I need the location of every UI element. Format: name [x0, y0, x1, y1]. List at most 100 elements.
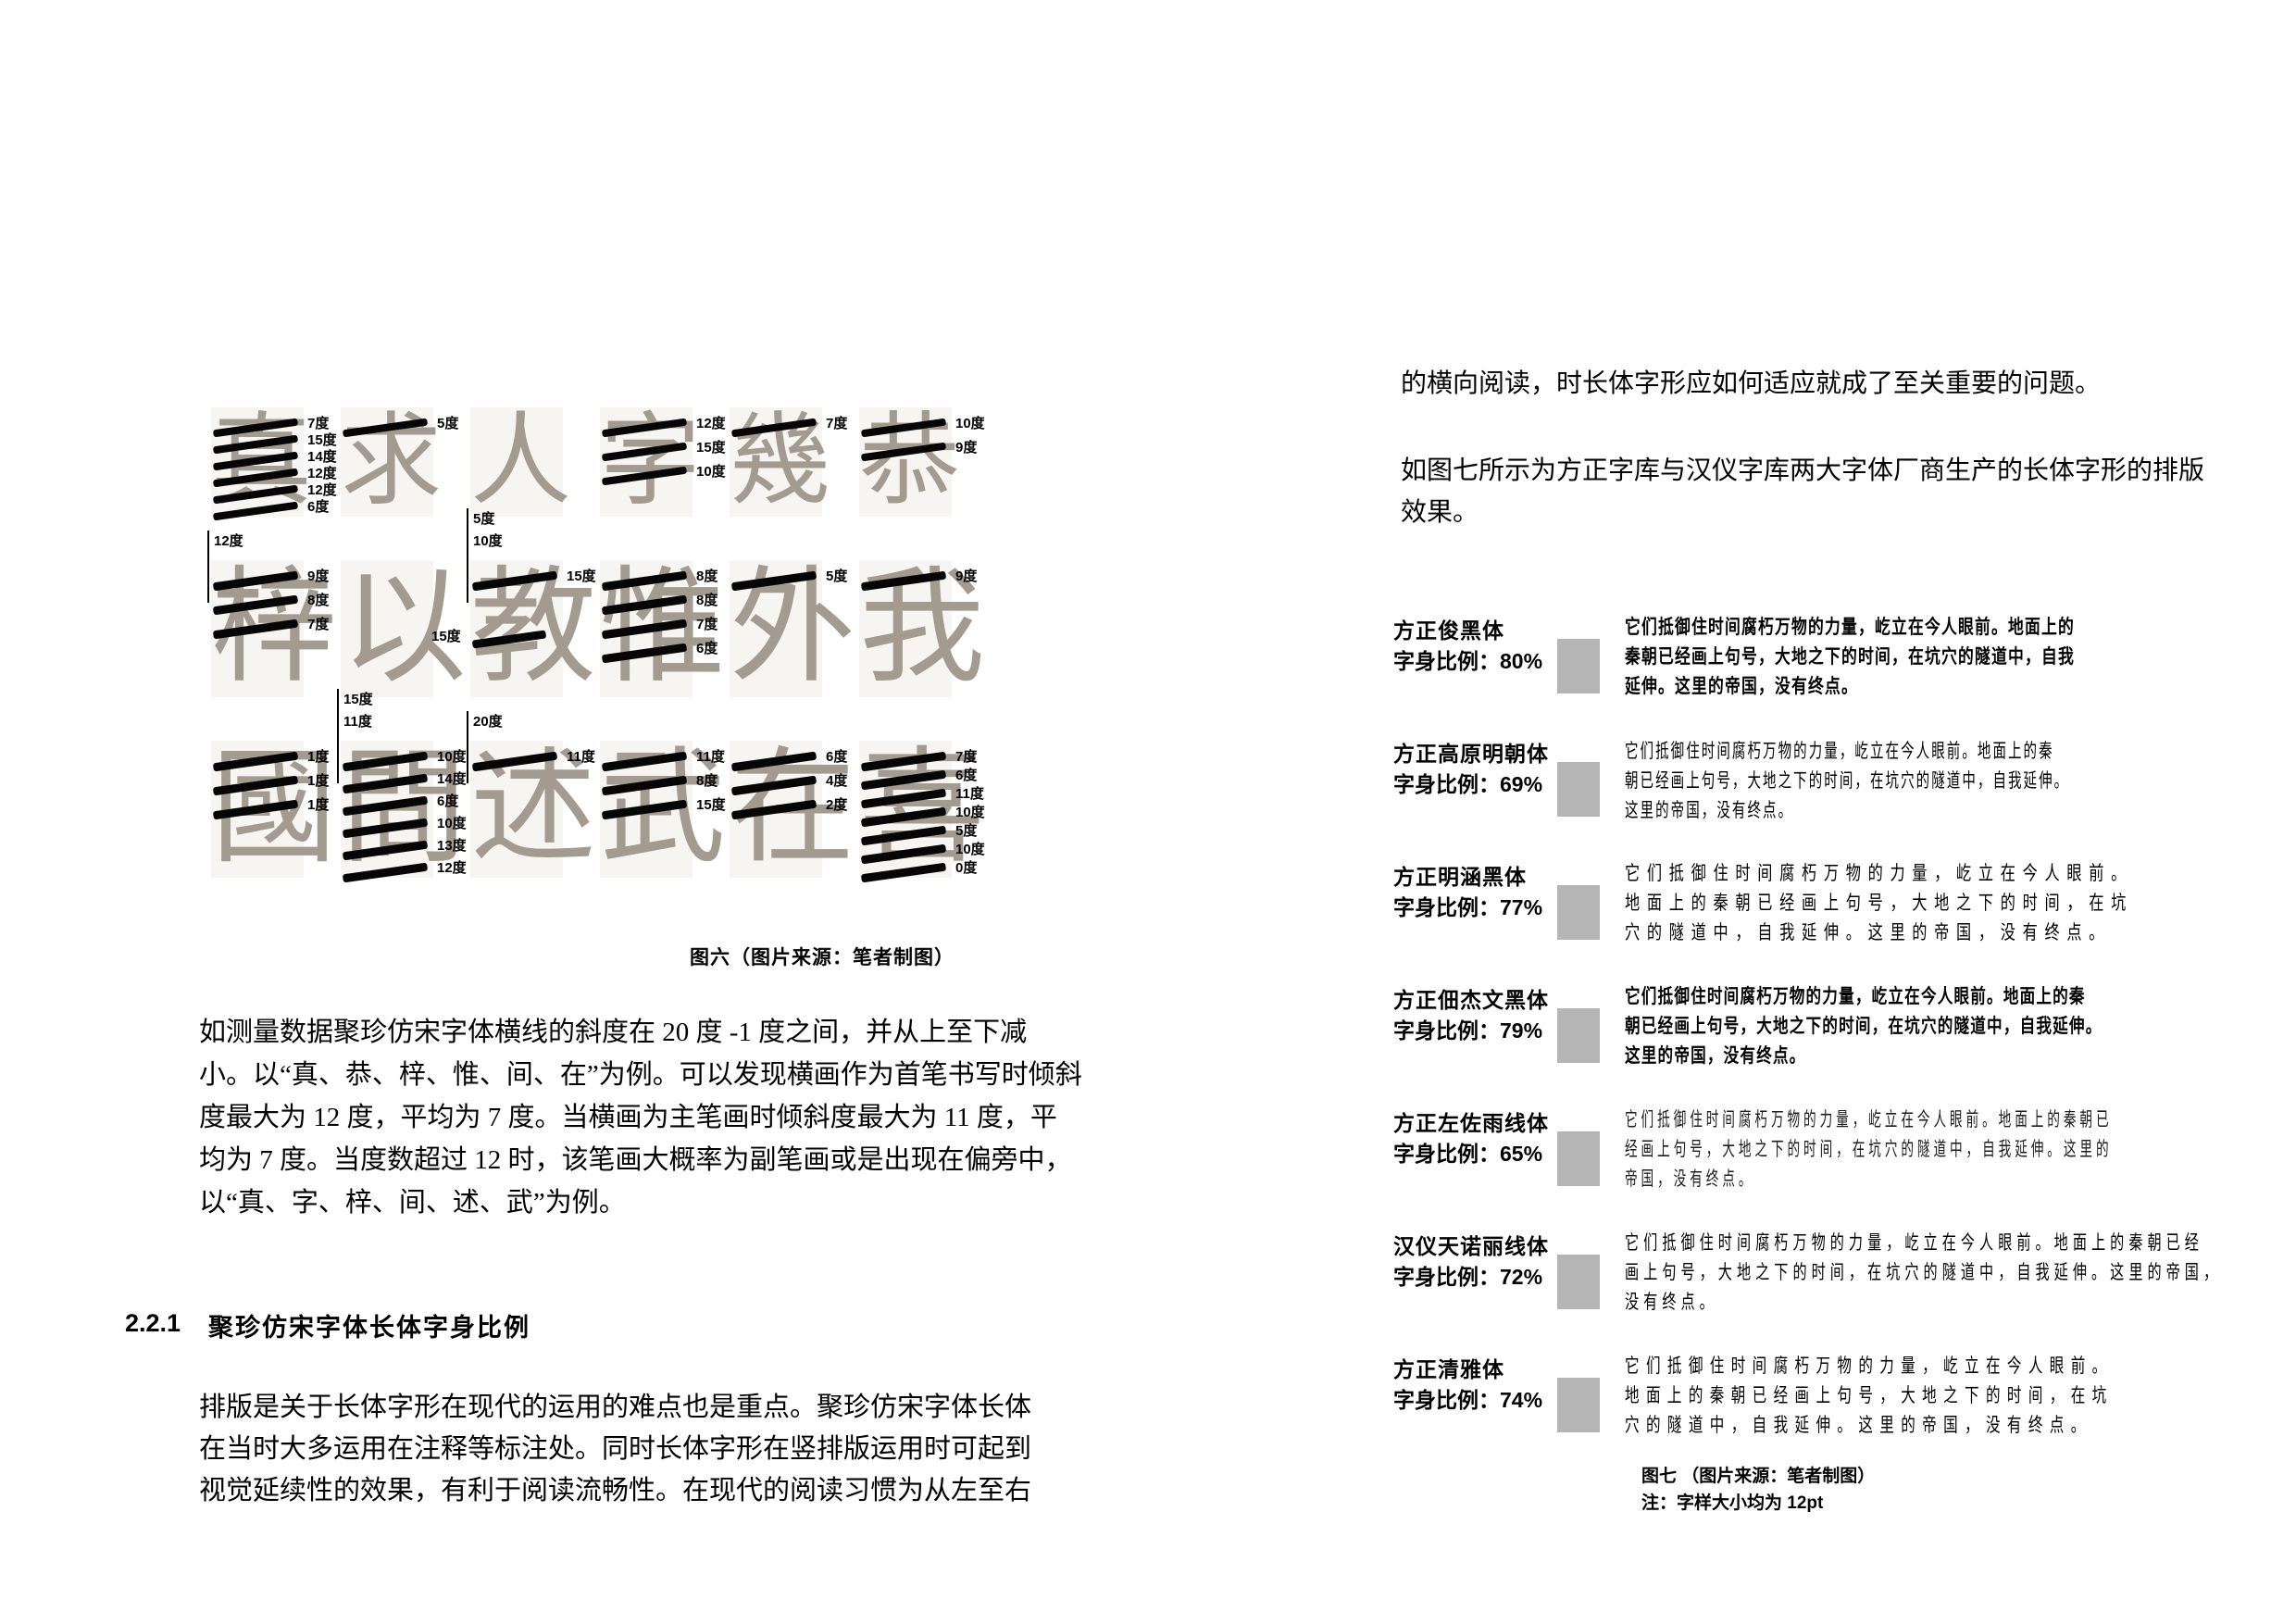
figure-six: 真7度15度14度12度12度6度求5度人字12度15度10度幾7度恭10度9度… [207, 389, 1026, 944]
degree-label: 6度 [307, 499, 330, 515]
degree-label: 8度 [307, 593, 330, 608]
degree-label: 7度 [826, 416, 848, 431]
specimen-line: 它们抵御住时间腐朽万物的力量，屹立在今人眼前。 [1625, 1355, 2114, 1377]
degree-label: 1度 [307, 797, 330, 813]
left-paragraph-1: 如测量数据聚珍仿宋字体横线的斜度在 20 度 -1 度之间，并从上至下减小。以“… [199, 1011, 1082, 1224]
body-ratio-label: 字身比例：65% [1393, 1142, 1543, 1166]
degree-label: 12度 [696, 416, 726, 431]
specimen-line: 穴的隧道中，自我延伸。这里的帝国，没有终点。 [1625, 1415, 2092, 1436]
degree-label: 5度 [473, 511, 495, 527]
specimen-line: 这里的帝国，没有终点。 [1625, 799, 1794, 821]
degree-label: 8度 [696, 773, 718, 789]
text-line: 在当时大多运用在注释等标注处。同时长体字形在竖排版运用时可起到 [199, 1434, 1032, 1464]
character-scan: 述 [470, 741, 596, 878]
degree-label: 0度 [955, 860, 978, 876]
specimen-line: 它们抵御住时间腐朽万物的力量，屹立在今人眼前。地面上的秦 [1625, 986, 2086, 1007]
specimen-line: 这里的帝国，没有终点。 [1625, 1045, 1806, 1067]
body-ratio-label: 字身比例：69% [1393, 772, 1543, 796]
bracket-label-group: 12度 [207, 531, 243, 603]
ratio-swatch [1557, 1378, 1600, 1432]
degree-label: 15度 [696, 797, 726, 813]
text-line: 小。以“真、恭、梓、惟、间、在”为例。可以发现横画作为首笔书写时倾斜 [199, 1060, 1082, 1090]
specimen-line: 它们抵御住时间腐朽万物的力量，屹立在今人眼前。地面上的 [1625, 617, 2075, 638]
degree-label: 14度 [307, 449, 337, 465]
degree-label: 6度 [955, 768, 978, 783]
text-line: 如图七所示为方正字库与汉仪字库两大字体厂商生产的长体字形的排版 [1401, 456, 2205, 485]
font-entry: 方正明涵黑体字身比例：77%它们抵御住时间腐朽万物的力量，屹立在今人眼前。地面上… [1393, 859, 2236, 948]
text-line: 如测量数据聚珍仿宋字体横线的斜度在 20 度 -1 度之间，并从上至下减 [199, 1018, 1028, 1047]
degree-label: 6度 [437, 793, 459, 809]
degree-label: 5度 [955, 823, 978, 839]
degree-label: 12度 [307, 482, 337, 498]
degree-label: 1度 [307, 749, 330, 765]
degree-label: 4度 [826, 773, 848, 789]
degree-label: 7度 [307, 416, 330, 431]
specimen-text: 它们抵御住时间腐朽万物的力量，屹立在今人眼前。地面上的秦朝已经画上句号，大地之下… [1625, 1106, 2236, 1194]
degree-label: 12度 [307, 466, 337, 481]
character-glyph: 以 [341, 559, 467, 698]
degree-label: 2度 [826, 797, 848, 813]
specimen-text: 它们抵御住时间腐朽万物的力量，屹立在今人眼前。地面上的秦朝已经画上句号，大地之下… [1625, 1229, 2236, 1318]
font-name-label: 方正清雅体 [1393, 1357, 1504, 1381]
font-name-label: 汉仪天诺丽线体 [1393, 1234, 1549, 1258]
character-scan: 外 [730, 560, 855, 697]
ratio-swatch [1557, 1255, 1600, 1309]
specimen-text: 它们抵御住时间腐朽万物的力量，屹立在今人眼前。地面上的秦朝已经画上句号，大地之下… [1625, 613, 2236, 702]
degree-label: 10度 [696, 464, 726, 480]
bracket-label-group: 20度 [467, 711, 503, 783]
degree-label: 9度 [307, 568, 330, 584]
figure-character-cell: 真7度15度14度12度12度6度 [211, 407, 341, 526]
font-name-label: 方正高原明朝体 [1393, 742, 1549, 766]
degree-label: 10度 [437, 749, 467, 765]
character-scan: 惟 [600, 560, 726, 697]
degree-label: 15度 [307, 432, 337, 448]
section-title: 聚珍仿宋字体长体字身比例 [208, 1314, 530, 1342]
degree-label: 11度 [567, 749, 595, 765]
font-name-label: 方正明涵黑体 [1393, 865, 1527, 889]
specimen-line: 它们抵御住时间腐朽万物的力量，屹立在今人眼前。 [1625, 863, 2134, 884]
font-entry: 汉仪天诺丽线体字身比例：72%它们抵御住时间腐朽万物的力量，屹立在今人眼前。地面… [1393, 1229, 2236, 1318]
degree-label: 5度 [437, 416, 459, 431]
font-entry: 方正左佐雨线体字身比例：65%它们抵御住时间腐朽万物的力量，屹立在今人眼前。地面… [1393, 1106, 2236, 1194]
specimen-line: 地面上的秦朝已经画上句号，大地之下的时间，在坑 [1625, 893, 2134, 914]
degree-label: 11度 [343, 714, 372, 730]
ratio-swatch [1557, 885, 1600, 940]
character-scan: 武 [600, 741, 726, 878]
body-ratio-label: 字身比例：80% [1393, 649, 1543, 673]
font-name-label: 方正俊黑体 [1393, 618, 1504, 643]
right-paragraph-top: 的横向阅读，时长体字形应如何适应就成了至关重要的问题。 [1401, 363, 2101, 405]
degree-label: 20度 [473, 714, 503, 730]
specimen-line: 没有终点。 [1625, 1292, 1718, 1313]
ratio-swatch [1557, 1008, 1600, 1063]
degree-label: 8度 [696, 568, 718, 584]
character-scan: 字 [600, 407, 701, 517]
figure-seven-caption-line1: 图七 （图片来源：笔者制图） [1641, 1467, 1876, 1486]
specimen-line: 地面上的秦朝已经画上句号，大地之下的时间，在坑 [1625, 1385, 2114, 1406]
specimen-line: 朝已经画上句号，大地之下的时间，在坑穴的隧道中，自我延伸。 [1625, 769, 2070, 792]
degree-label: 15度 [343, 692, 373, 707]
text-line: 效果。 [1401, 498, 1479, 527]
specimen-text: 它们抵御住时间腐朽万物的力量，屹立在今人眼前。地面上的秦朝已经画上句号，大地之下… [1625, 982, 2236, 1071]
specimen-line: 穴的隧道中，自我延伸。这里的帝国，没有终点。 [1625, 922, 2112, 943]
character-scan: 在 [730, 741, 855, 878]
left-paragraph-2: 排版是关于长体字形在现代的运用的难点也是重点。聚珍仿宋字体长体在当时大多运用在注… [199, 1387, 1031, 1512]
character-glyph: 人 [470, 406, 571, 518]
degree-label: 9度 [955, 440, 978, 456]
degree-label: 7度 [307, 617, 330, 632]
text-line: 视觉延续性的效果，有利于阅读流畅性。在现代的阅读习惯为从左至右 [199, 1476, 1032, 1505]
degree-label: 7度 [955, 749, 978, 765]
degree-label: 12度 [214, 533, 243, 549]
degree-label: 15度 [431, 629, 461, 644]
character-scan: 我 [859, 560, 985, 697]
character-scan: 真 [211, 407, 312, 521]
